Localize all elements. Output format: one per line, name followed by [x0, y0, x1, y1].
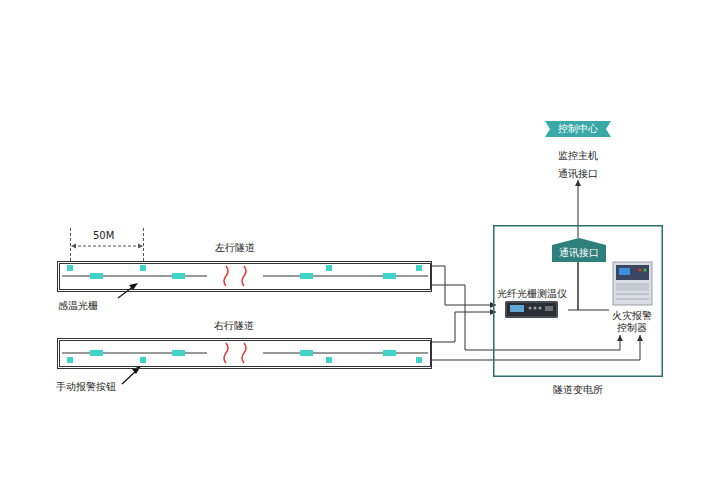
- connector: [578, 262, 609, 310]
- leader-arrow: [118, 283, 141, 384]
- connector-line: [432, 335, 640, 360]
- node-label: 通讯接口: [543, 168, 613, 180]
- right-tunnel-inner: [60, 341, 431, 367]
- cabinet-box: 火灾报警 控制器: [609, 261, 655, 335]
- connector: [432, 266, 496, 308]
- connector: [432, 335, 643, 360]
- device-box: 光纤光栅测温仪: [496, 288, 568, 320]
- connector: [432, 285, 623, 350]
- tunnel-box: 右行隧道: [57, 338, 432, 369]
- connector: [568, 262, 578, 310]
- annotation-label: 手动报警按钮: [56, 381, 116, 393]
- node-label: 光纤光栅测温仪: [496, 288, 568, 300]
- arrow-head: [637, 335, 643, 341]
- node-label: 监控主机: [543, 150, 613, 162]
- connector: [575, 180, 581, 238]
- arrow-head: [575, 180, 581, 186]
- node-label: 隧道变电所: [538, 384, 618, 396]
- arrow-head: [617, 335, 623, 341]
- device-illustration: [505, 301, 558, 318]
- arrow-head: [490, 309, 496, 315]
- connector-line: [432, 312, 496, 342]
- node-label: 控制中心: [545, 123, 611, 135]
- banner-box: 控制中心: [545, 121, 611, 137]
- annotation-label: 感温光栅: [58, 300, 98, 312]
- tunnel-box: 左行隧道: [57, 261, 432, 292]
- dimension: [71, 228, 144, 264]
- connector-line: [578, 262, 609, 310]
- node-label: 左行隧道: [195, 242, 275, 254]
- interface-box: 通讯接口: [552, 238, 606, 262]
- cabinet-illustration: [613, 262, 652, 305]
- node-label: 火灾报警 控制器: [609, 310, 655, 334]
- substation-box: 隧道变电所通讯接口光纤光栅测温仪火灾报警 控制器: [493, 225, 663, 377]
- node-label: 通讯接口: [552, 247, 606, 259]
- connector: [432, 309, 496, 342]
- annotation-label: 50M: [93, 230, 114, 242]
- left-tunnel-inner: [60, 264, 431, 290]
- connector-line: [432, 285, 620, 350]
- text-box: 监控主机通讯接口: [543, 148, 613, 180]
- connector-line: [568, 262, 578, 310]
- arrow-head: [490, 302, 496, 308]
- connector-line: [578, 180, 579, 238]
- node-label: 右行隧道: [194, 320, 274, 332]
